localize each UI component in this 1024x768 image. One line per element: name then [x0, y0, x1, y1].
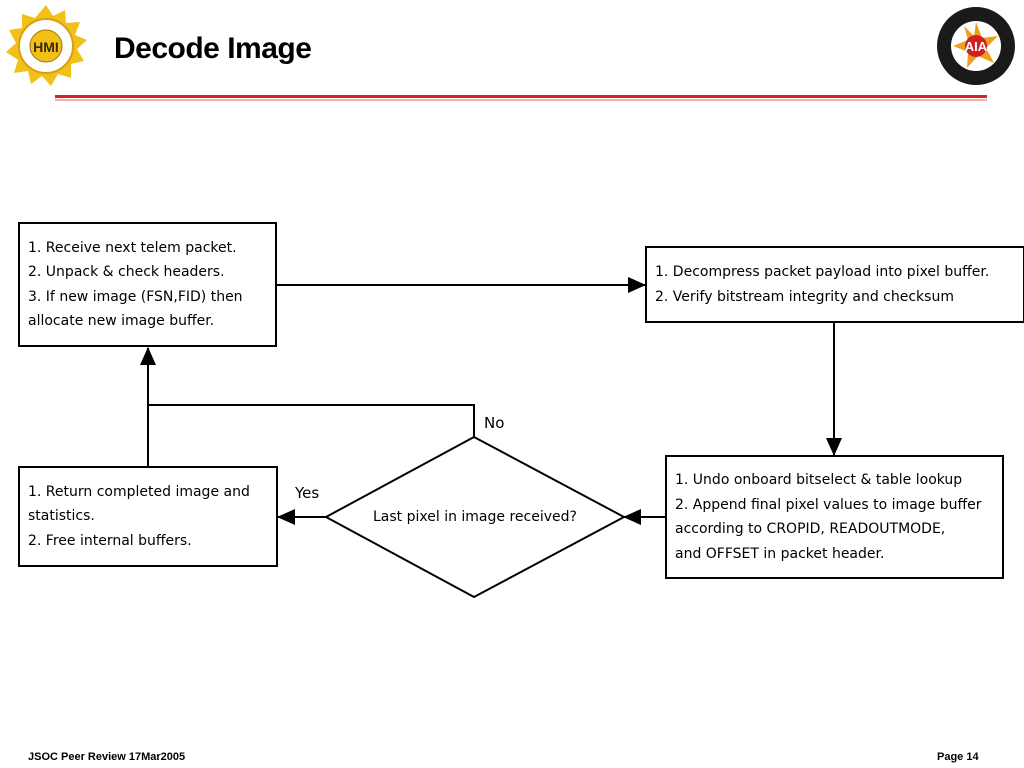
box-line: 1. Undo onboard bitselect & table lookup [675, 472, 963, 488]
box-line: 2. Append final pixel values to image bu… [675, 496, 982, 513]
box-line: 2. Free internal buffers. [28, 532, 192, 549]
box-receive-packet: 1. Receive next telem packet. 2. Unpack … [18, 222, 277, 347]
footer-page-number: Page 14 [937, 751, 979, 763]
title-rule [55, 95, 987, 101]
box-line: 2. Unpack & check headers. [28, 264, 225, 280]
line-decision-no [148, 404, 475, 437]
box-line: according to CROPID, READOUTMODE, [675, 521, 946, 537]
aia-logo-icon: AIA [937, 7, 1015, 85]
box-line: 1. Receive next telem packet. [28, 239, 237, 256]
box-line: 2. Verify bitstream integrity and checks… [655, 288, 954, 305]
box-line: and OFFSET in packet header. [675, 545, 885, 562]
box-undo-bitselect: 1. Undo onboard bitselect & table lookup… [665, 455, 1004, 579]
label-yes: Yes [295, 484, 320, 502]
hmi-logo-icon: HMI [6, 5, 87, 86]
box-decompress: 1. Decompress packet payload into pixel … [645, 246, 1024, 323]
box-line: 3. If new image (FSN,FID) then [28, 288, 243, 305]
box-line: allocate new image buffer. [28, 313, 215, 329]
decision-text: Last pixel in image received? [373, 509, 577, 525]
box-return-image: 1. Return completed image and statistics… [18, 466, 278, 567]
hmi-logo-text: HMI [33, 39, 59, 55]
footer-left: JSOC Peer Review 17Mar2005 [28, 751, 186, 763]
page-title: Decode Image [114, 32, 312, 65]
decision-diamond [323, 435, 627, 599]
aia-logo-text: AIA [965, 39, 988, 54]
label-no: No [484, 414, 505, 432]
box-line: 1. Decompress packet payload into pixel … [655, 264, 990, 280]
box-line: 1. Return completed image and [28, 483, 250, 500]
box-line: statistics. [28, 508, 95, 525]
